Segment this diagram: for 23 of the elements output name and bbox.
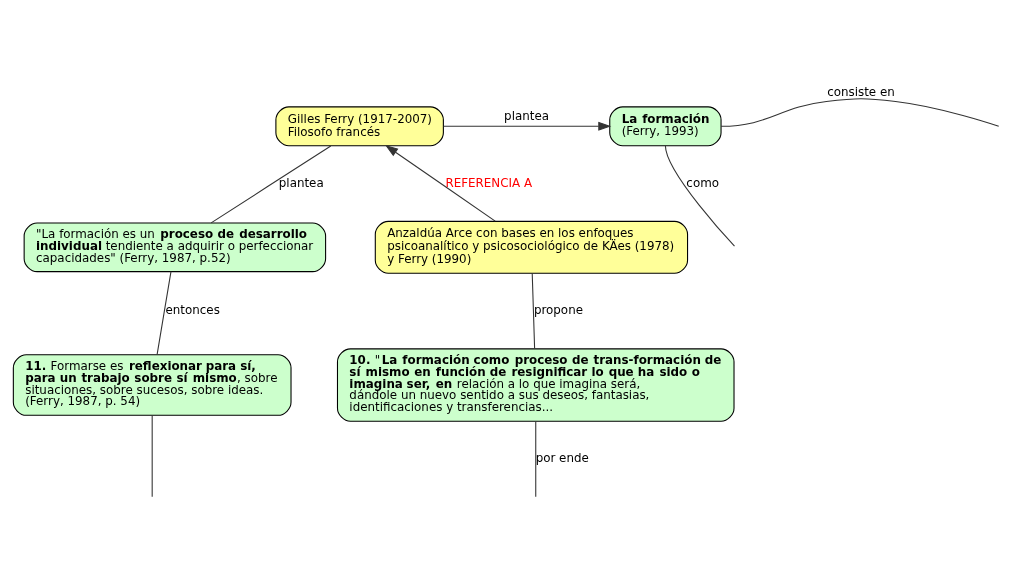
- connector: [151, 415, 153, 498]
- edge-label: plantea: [278, 175, 324, 190]
- node-box: "La formación es un proceso de desarrollo individual tendiente a adquirir o perfeccionar capacidades" (Ferry, 1987, p.52): [23, 222, 327, 273]
- edge-label: REFERENCIA A: [445, 175, 533, 190]
- edge-label: consiste en: [827, 84, 895, 99]
- connector: [664, 145, 736, 247]
- arrow: [443, 121, 612, 131]
- node-box: 10. "La formación como proceso de trans-formación de sí mismo en función de resignificar lo que ha sido o imagina ser, en relación a lo que imagina será, dándole un nuevo sentido a sus deseos, fantasias, identificaciones y transferencias...: [336, 348, 735, 422]
- edge-label: como: [686, 175, 719, 190]
- connector: [156, 271, 172, 355]
- node-box: La formación (Ferry, 1993): [609, 106, 722, 147]
- connector: [720, 98, 1000, 127]
- edge-label: entonces: [165, 303, 220, 318]
- connector: [531, 272, 536, 350]
- edge-label: plantea: [504, 108, 550, 123]
- node-box: Gilles Ferry (1917-2007) Filosofo francés: [275, 106, 444, 147]
- node-box: Anzaldúa Arce con bases en los enfoques psicoanalítico y psicosociológico de KÄes (1978) y Ferry (1990): [374, 220, 689, 274]
- node-box: 11. Formarse es reflexionar para sí, para un trabajo sobre sí mismo, sobre situaciones, sobre sucesos, sobre ideas. (Ferry, 1987, p. 54): [12, 354, 292, 416]
- connector: [210, 145, 332, 224]
- arrow: [385, 145, 496, 222]
- edge-label: propone: [533, 303, 583, 318]
- edge-label: por ende: [535, 451, 589, 466]
- connector: [535, 420, 537, 498]
